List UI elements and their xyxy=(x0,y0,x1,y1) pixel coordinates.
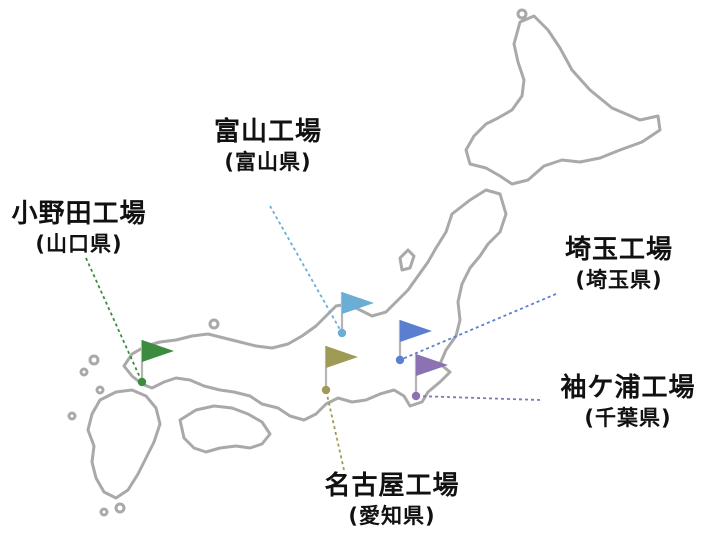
factory-marker-sodegaura xyxy=(411,354,541,401)
factory-name: 小野田工場 xyxy=(11,199,147,229)
factory-markers xyxy=(85,205,557,471)
factory-prefecture: (山口県) xyxy=(35,232,123,256)
leader-line xyxy=(399,293,557,361)
islet xyxy=(114,502,126,514)
flag-icon xyxy=(400,320,432,342)
flag-icon xyxy=(416,354,448,376)
islet xyxy=(516,8,528,20)
islet xyxy=(79,367,89,377)
factory-prefecture: (富山県) xyxy=(224,150,312,174)
flag-icon xyxy=(142,340,174,362)
islet xyxy=(88,354,100,366)
sado-island xyxy=(398,248,416,272)
factory-label-nagoya: 名古屋工場 (愛知県) xyxy=(306,470,478,530)
honshu-island xyxy=(122,188,508,422)
location-dot xyxy=(137,377,147,387)
factory-marker-nagoya xyxy=(321,346,358,471)
islet xyxy=(67,411,77,421)
factory-name: 名古屋工場 xyxy=(324,471,460,501)
islet xyxy=(208,318,220,330)
leader-line xyxy=(415,395,541,401)
factory-label-saitama: 埼玉工場 (埼玉県) xyxy=(544,234,694,294)
leader-line xyxy=(85,257,143,383)
factory-label-toyama: 富山工場 (富山県) xyxy=(198,116,338,176)
factory-marker-toyama xyxy=(269,205,374,338)
factory-label-onoda: 小野田工場 (山口県) xyxy=(0,198,158,258)
factory-label-sodegaura: 袖ケ浦工場 (千葉県) xyxy=(540,372,716,432)
leader-line xyxy=(269,205,343,334)
factory-name: 袖ケ浦工場 xyxy=(560,373,696,403)
factory-name: 埼玉工場 xyxy=(564,235,673,265)
factory-name: 富山工場 xyxy=(213,117,322,147)
location-dot xyxy=(395,355,405,365)
islet xyxy=(99,507,109,517)
leader-line xyxy=(325,389,345,471)
location-dot xyxy=(411,391,421,401)
islet xyxy=(95,385,105,395)
kyushu-island xyxy=(86,388,162,500)
factory-marker-saitama xyxy=(395,293,557,365)
shikoku-island xyxy=(178,404,272,454)
flag-icon xyxy=(342,292,374,314)
factory-prefecture: (愛知県) xyxy=(348,504,436,528)
hokkaido-island xyxy=(464,14,662,186)
flag-icon xyxy=(326,346,358,368)
factory-prefecture: (千葉県) xyxy=(584,406,672,430)
factory-marker-onoda xyxy=(85,257,174,387)
factory-prefecture: (埼玉県) xyxy=(575,268,663,292)
location-dot xyxy=(337,328,347,338)
location-dot xyxy=(321,385,331,395)
